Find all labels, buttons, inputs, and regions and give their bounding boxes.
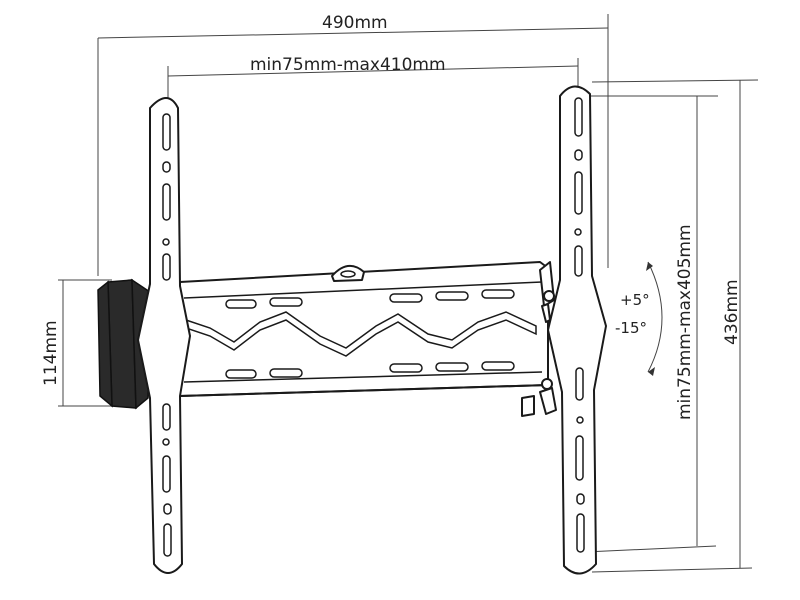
right-vertical-arm: [547, 85, 607, 575]
tilt-down-arrow-icon: [648, 367, 655, 376]
overall-width-label: 490mm: [322, 13, 388, 33]
depth-label: 114mm: [41, 320, 61, 386]
dimension-lines: [58, 14, 759, 573]
vesa-width-label: min75mm-max410mm: [250, 55, 446, 75]
tilt-indicator: +5° -15°: [615, 261, 663, 376]
tilt-down-label: -15°: [615, 319, 647, 337]
tilt-up-label: +5°: [620, 291, 650, 309]
locking-knobs: [521, 261, 557, 417]
upper-knob-icon: [543, 290, 555, 302]
left-vertical-arm: [137, 97, 191, 574]
wave-cutout: [179, 311, 537, 357]
tilt-up-arrow-icon: [646, 262, 653, 271]
wall-plate: [179, 261, 549, 397]
overall-height-label: 436mm: [722, 279, 742, 345]
vesa-height-label: min75mm-max405mm: [675, 224, 695, 420]
